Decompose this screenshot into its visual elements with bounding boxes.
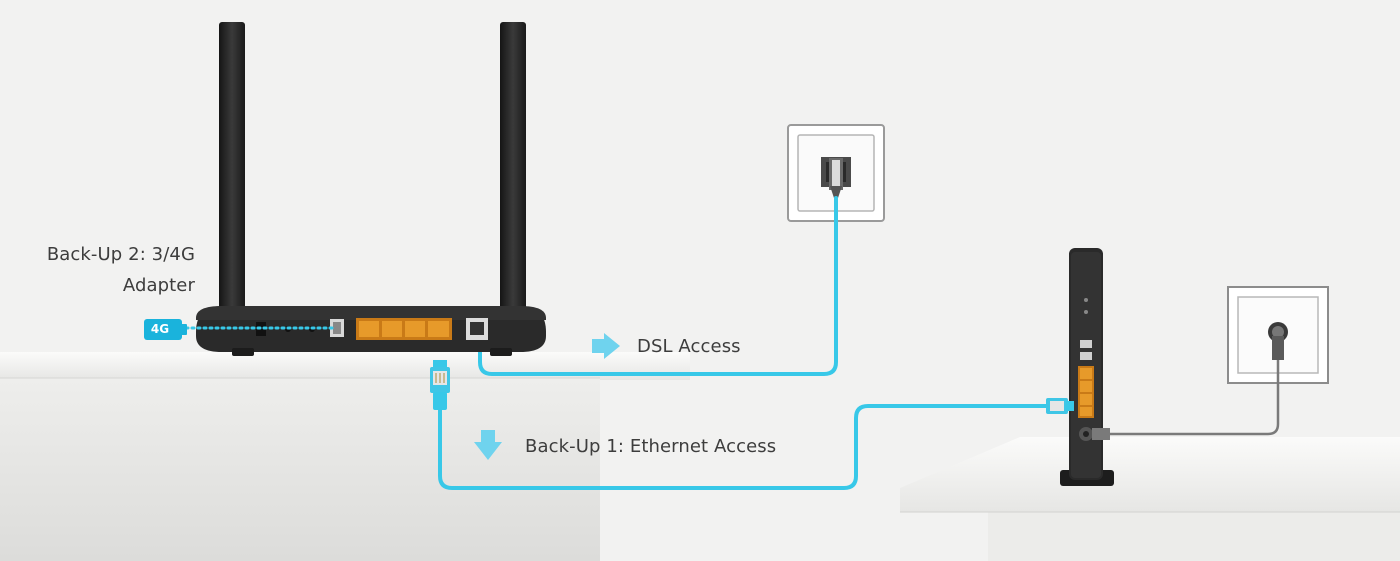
- right-shelf: [900, 437, 1400, 561]
- ethernet-arrow-icon: [474, 430, 502, 460]
- adapter-4g-icon: 4G: [144, 319, 187, 340]
- router-antennas: [219, 22, 526, 312]
- ethernet-cable: [438, 404, 1050, 490]
- left-shelf: [0, 352, 690, 561]
- ethernet-plug-modem: [1046, 398, 1074, 414]
- dsl-cable: [478, 196, 838, 376]
- coax-cable: [1108, 360, 1280, 436]
- ethernet-plug-router: [430, 360, 450, 410]
- dsl-arrow-icon: [592, 333, 620, 359]
- backup2-label-line2: Adapter: [122, 275, 195, 296]
- ethernet-access-label: Back-Up 1: Ethernet Access: [525, 436, 777, 457]
- backup2-label-line1: Back-Up 2: 3/4G: [46, 244, 195, 265]
- router: [196, 306, 546, 356]
- cable-modem: [1060, 248, 1114, 486]
- dsl-wall-socket: [787, 124, 885, 222]
- dsl-access-label: DSL Access: [637, 336, 741, 357]
